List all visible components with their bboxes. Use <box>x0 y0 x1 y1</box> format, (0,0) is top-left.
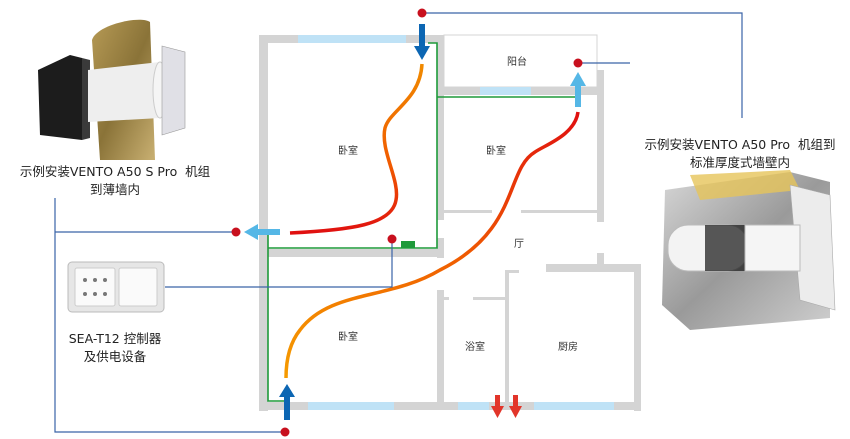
standard-wall-caption: 示例安装VENTO A50 Pro 机组到 标准厚度式墙壁内 <box>630 136 850 172</box>
exhaust-arrow-balcony <box>570 72 586 107</box>
room-label-living-room: 厅 <box>514 239 524 250</box>
supply-arrow-top <box>414 24 430 60</box>
airflow-curve <box>289 63 424 235</box>
caption-line: 标准厚度式墙壁内 <box>689 155 790 170</box>
control-wiring <box>267 42 575 402</box>
window <box>298 35 406 43</box>
controller-module <box>401 241 415 248</box>
window <box>308 402 394 410</box>
room-label-bedroom-2: 卧室 <box>486 144 506 157</box>
marker-dots <box>231 8 583 437</box>
marker-dot <box>573 58 583 68</box>
marker-dot <box>231 227 241 237</box>
room-label-kitchen: 厨房 <box>558 340 578 353</box>
window <box>534 402 614 410</box>
window <box>458 402 489 410</box>
caption-line: 示例安装VENTO A50 Pro 机组到 <box>644 137 836 152</box>
room-label-bedroom-1: 卧室 <box>338 144 358 157</box>
standard-wall-unit-image <box>662 170 836 330</box>
controller-caption: SEA-T12 控制器 及供电设备 <box>55 330 175 366</box>
controller-image <box>67 261 165 313</box>
room-label-bathroom: 浴室 <box>465 340 485 353</box>
marker-dot <box>417 8 427 18</box>
supply-arrow-bottom <box>279 384 295 420</box>
exhaust-arrow-left <box>244 224 280 240</box>
outflow-arrows <box>491 395 522 418</box>
marker-dot <box>387 234 397 244</box>
caption-line: 及供电设备 <box>83 349 147 364</box>
windows <box>298 35 614 410</box>
room-label-balcony: 阳台 <box>507 55 527 68</box>
caption-line: 到薄墙内 <box>89 182 140 197</box>
room-label-bedroom-3: 卧室 <box>338 330 358 343</box>
thin-wall-caption: 示例安装VENTO A50 S Pro 机组 到薄墙内 <box>0 163 230 199</box>
thin-wall-unit-image <box>38 19 186 160</box>
caption-line: 示例安装VENTO A50 S Pro 机组 <box>19 164 211 179</box>
walls <box>259 35 641 411</box>
leader-lines <box>54 12 743 433</box>
marker-dot <box>280 427 290 437</box>
window <box>480 87 531 95</box>
caption-line: SEA-T12 控制器 <box>68 331 162 346</box>
airflow-curve <box>284 111 580 379</box>
